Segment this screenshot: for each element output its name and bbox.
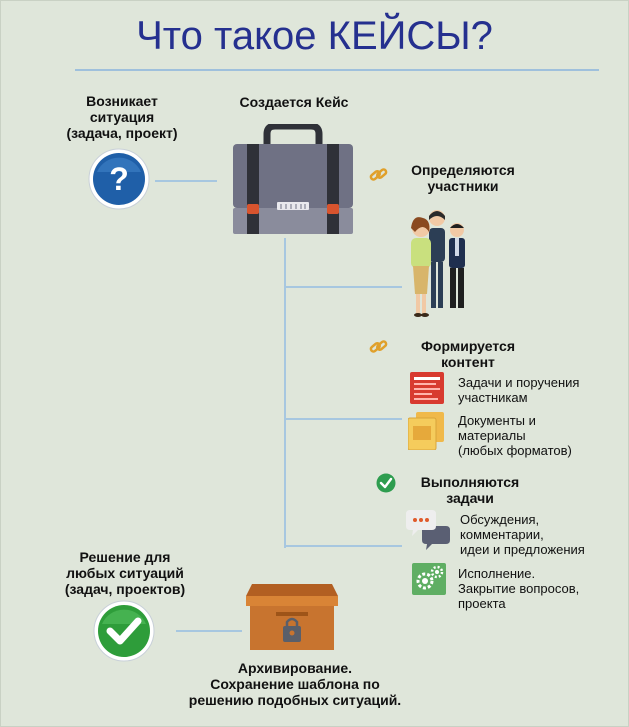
check-mark-icon	[93, 600, 155, 662]
solution-line2: любых ситуаций	[66, 565, 184, 581]
tasks-heading-line2: задачи	[446, 490, 494, 506]
situation-label: Возникает ситуация (задача, проект)	[52, 93, 192, 141]
case-created-label: Создается Кейс	[239, 94, 349, 110]
participants-line2: участники	[427, 178, 499, 194]
tasks-item-discussions: Обсуждения, комментарии, идеи и предложе…	[460, 512, 625, 557]
chat-bubbles-icon	[406, 510, 450, 550]
content-item1-line1: Задачи и поручения	[458, 375, 580, 390]
situation-line2: ситуация	[89, 109, 155, 125]
svg-text:?: ?	[109, 161, 129, 197]
archive-line1: Архивирование.	[237, 660, 353, 676]
title-divider	[75, 69, 599, 71]
tasks-item1-line3: идеи и предложения	[460, 542, 585, 557]
tasks-heading-line1: Выполняются	[420, 474, 520, 490]
briefcase-icon	[233, 124, 353, 236]
connector-question-to-case	[155, 180, 217, 182]
tasks-item2-line2: Закрытие вопросов,	[458, 581, 580, 596]
tasks-item1-line1: Обсуждения,	[460, 512, 540, 527]
solution-line3: (задач, проектов)	[64, 581, 186, 597]
archive-line3: решению подобных ситуаций.	[188, 692, 402, 708]
participants-label: Определяются участники	[393, 162, 533, 194]
question-circle-icon: ?	[88, 148, 150, 210]
gears-icon	[412, 563, 446, 595]
content-heading: Формируется контент	[398, 338, 538, 370]
tasks-item1-line2: комментарии,	[460, 527, 544, 542]
content-item2-line2: материалы	[458, 428, 526, 443]
content-item2-line1: Документы и	[458, 413, 536, 428]
connector-content	[284, 418, 402, 420]
archive-label: Архивирование. Сохранение шаблона по реш…	[155, 660, 435, 708]
archive-box-icon	[246, 584, 338, 650]
content-item-tasks: Задачи и поручения участникам	[458, 375, 618, 405]
situation-line1: Возникает	[86, 93, 158, 109]
content-heading-line1: Формируется	[420, 338, 516, 354]
link-icon	[368, 164, 390, 186]
connector-main-vertical	[284, 238, 286, 548]
participants-line1: Определяются	[411, 162, 515, 178]
people-icon	[403, 206, 473, 322]
solution-line1: Решение для	[79, 549, 171, 565]
content-heading-line2: контент	[441, 354, 495, 370]
link-icon	[368, 336, 390, 358]
situation-line3: (задача, проект)	[66, 125, 178, 141]
content-item1-line2: участникам	[458, 390, 528, 405]
archive-line2: Сохранение шаблона по	[210, 676, 380, 692]
tasks-item2-line1: Исполнение.	[458, 566, 536, 581]
tasks-heading: Выполняются задачи	[400, 474, 540, 506]
task-list-icon	[410, 372, 444, 404]
content-item-documents: Документы и материалы (любых форматов)	[458, 413, 618, 458]
documents-icon	[408, 412, 444, 450]
page-title: Что такое КЕЙСЫ?	[136, 14, 493, 58]
tasks-item2-line3: проекта	[458, 596, 506, 611]
connector-participants	[284, 286, 402, 288]
connector-solution-to-archive	[176, 630, 242, 632]
content-item2-line3: (любых форматов)	[458, 443, 572, 458]
tasks-item-execution: Исполнение. Закрытие вопросов, проекта	[458, 566, 618, 611]
solution-label: Решение для любых ситуаций (задач, проек…	[50, 549, 200, 597]
connector-tasks	[284, 545, 402, 547]
check-circle-icon	[376, 473, 396, 493]
